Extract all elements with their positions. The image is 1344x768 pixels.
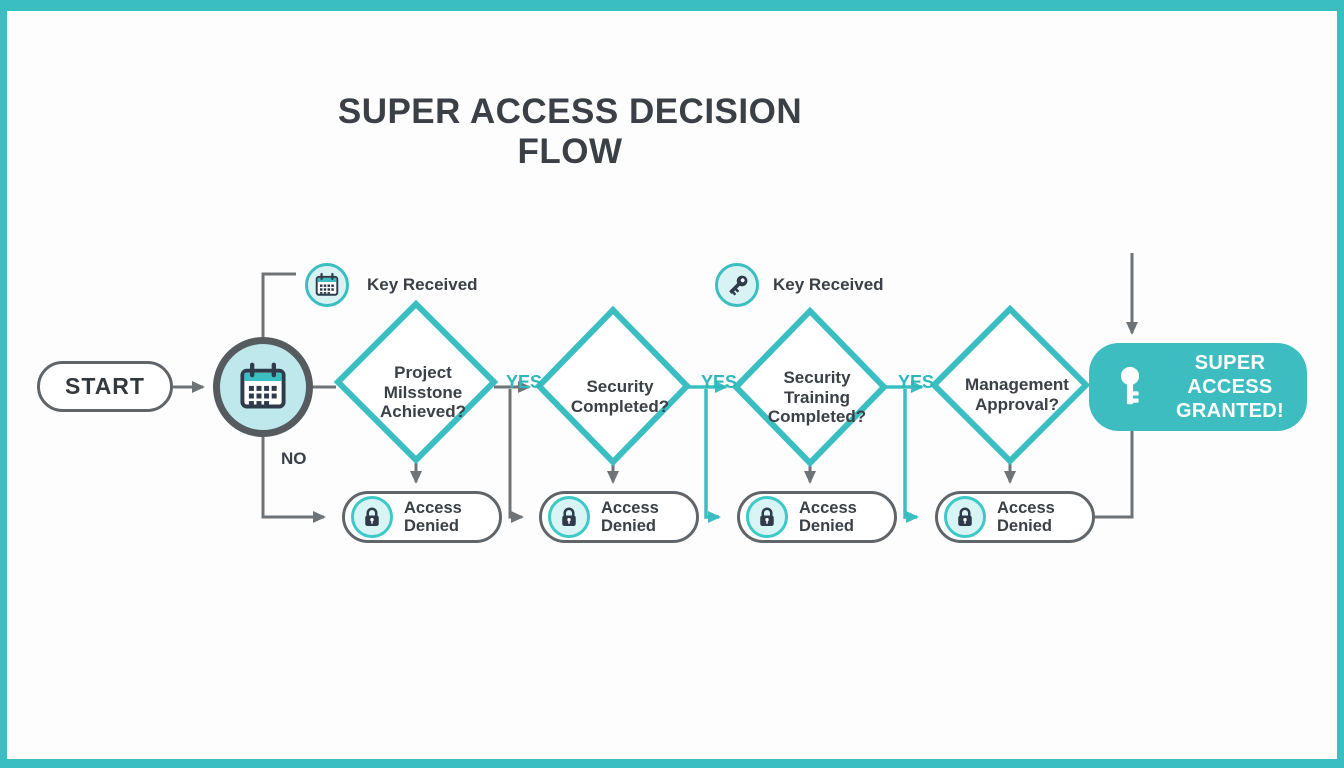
lock-badge [746,496,788,538]
no-branch-label: NO [281,449,307,468]
access-denied-label: Access Denied [997,498,1055,535]
lock-badge [944,496,986,538]
decision-text-approval: Management Approval? [965,375,1069,414]
decision-text-training: Security Training Completed? [767,368,867,427]
lock-icon [360,505,384,529]
access-denied-node-4: Access Denied [935,491,1095,543]
granted-label: SUPER ACCESS GRANTED! [1176,352,1284,422]
access-denied-node-1: Access Denied [342,491,502,543]
access-denied-label: Access Denied [404,498,462,535]
badge-circle [305,263,349,307]
badge-circle [715,263,759,307]
yes-label-3: YES [898,372,935,392]
start-node: START [37,361,173,412]
key-received-badge-1 [305,263,349,307]
yes-label-1: YES [506,372,543,392]
key-received-label-2: Key Received [773,275,884,294]
access-denied-label: Access Denied [799,498,857,535]
lock-badge [351,496,393,538]
key-icon [718,266,756,304]
yes-label-2: YES [701,372,738,392]
key-icon [1107,364,1153,410]
key-received-label-1: Key Received [367,275,478,294]
decision-diamond-milestone [333,299,499,465]
decision-diamond-training [731,306,889,468]
calendar-icon [314,272,340,298]
access-denied-node-3: Access Denied [737,491,897,543]
lock-icon [953,505,977,529]
lock-badge [548,496,590,538]
lock-icon [557,505,581,529]
decision-diamond-security [534,305,692,467]
entry-calendar-node [213,337,313,437]
decision-diamond-approval [929,304,1091,466]
key-received-badge-2 [715,263,759,307]
super-access-granted-node: SUPER ACCESS GRANTED! [1089,343,1307,431]
access-denied-node-2: Access Denied [539,491,699,543]
decision-text-security: Security Completed? [570,377,670,416]
page-title: SUPER ACCESS DECISION FLOW [337,92,803,171]
access-denied-label: Access Denied [601,498,659,535]
decision-text-milestone: Project Milsstone Achieved? [380,363,466,422]
calendar-icon [237,361,289,413]
start-label: START [65,373,145,399]
lock-icon [755,505,779,529]
